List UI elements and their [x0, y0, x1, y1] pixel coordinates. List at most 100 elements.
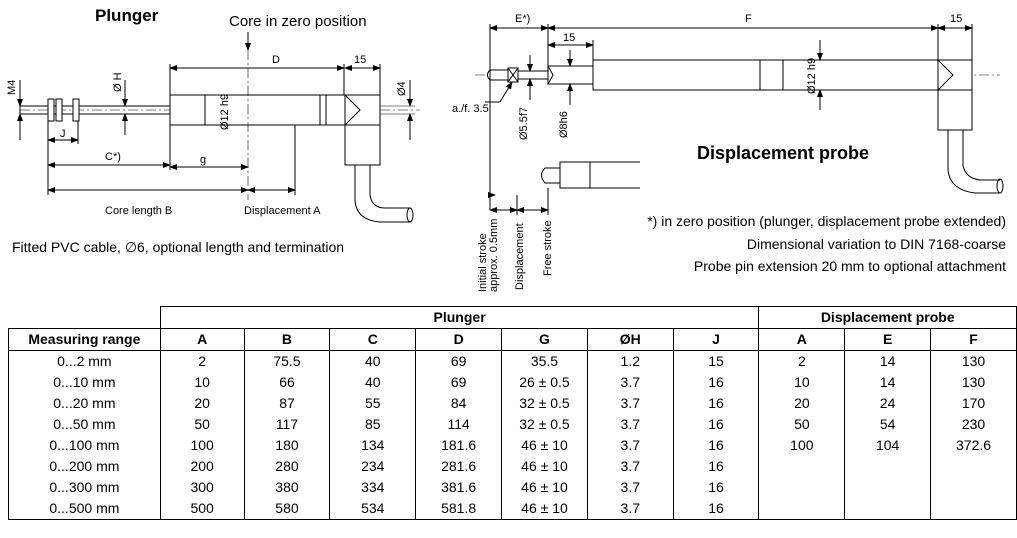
table-cell: 334 — [329, 477, 417, 498]
table-cell: 26 ± 0.5 — [501, 372, 588, 393]
table-cell: 181.6 — [415, 435, 503, 456]
col-header: ØH — [586, 328, 674, 351]
table-cell: 100 — [159, 435, 245, 456]
table-cell: 16 — [672, 456, 760, 477]
dim-H: Ø H — [112, 72, 124, 92]
table-cell: 380 — [243, 477, 331, 498]
probe-drawing — [475, 24, 1004, 215]
dim-M4: M4 — [6, 80, 18, 95]
table-cell: 170 — [930, 393, 1017, 414]
table-cell: 2 — [159, 350, 245, 372]
table-cell: 16 — [672, 498, 760, 520]
table-cell: 3.7 — [586, 498, 674, 520]
table-cell: 134 — [329, 435, 417, 456]
dim-g: g — [200, 154, 206, 166]
column-header-row: Measuring range A B C D G ØH J A E F — [8, 328, 1017, 351]
dim-F: F — [745, 13, 752, 25]
vert-initial-2: approx. 0.5mm — [488, 219, 500, 292]
cable-note: Fitted PVC cable, ∅6, optional length an… — [12, 239, 344, 255]
dim-probe-12h9: Ø12 h9 — [806, 58, 818, 94]
dim-4: Ø4 — [396, 81, 408, 96]
table-cell: 0...50 mm — [8, 414, 161, 435]
table-cell: 2 — [758, 350, 846, 372]
table-cell: 3.7 — [586, 414, 674, 435]
table-cell — [844, 456, 932, 477]
table-cell: 0...100 mm — [8, 435, 161, 456]
table-cell: 50 — [758, 414, 846, 435]
group-plunger: Plunger — [159, 306, 760, 329]
table-cell: 381.6 — [415, 477, 503, 498]
core-length-label: Core length B — [105, 205, 172, 217]
table-cell: 46 ± 10 — [501, 456, 588, 477]
table-cell: 69 — [415, 372, 503, 393]
table-cell: 180 — [243, 435, 331, 456]
table-cell: 85 — [329, 414, 417, 435]
table-cell — [758, 477, 846, 498]
dim-J: J — [60, 128, 66, 140]
table-cell: 16 — [672, 435, 760, 456]
table-cell: 3.7 — [586, 393, 674, 414]
table-cell: 580 — [243, 498, 331, 520]
plunger-drawing — [17, 32, 420, 223]
note-dimensional: Dimensional variation to DIN 7168-coarse — [747, 236, 1006, 252]
table-cell: 500 — [159, 498, 245, 520]
table-cell — [930, 456, 1017, 477]
table-cell: 84 — [415, 393, 503, 414]
table-cell: 69 — [415, 350, 503, 372]
col-header: D — [415, 328, 503, 351]
table-cell: 0...500 mm — [8, 498, 161, 520]
table-cell: 75.5 — [243, 350, 331, 372]
col-header: B — [243, 328, 331, 351]
table-cell: 1.2 — [586, 350, 674, 372]
table-cell: 10 — [758, 372, 846, 393]
table-cell: 581.8 — [415, 498, 503, 520]
table-cell: 40 — [329, 350, 417, 372]
table-cell — [930, 498, 1017, 520]
note-zero-position: *) in zero position (plunger, displaceme… — [647, 213, 1006, 229]
col-header: J — [672, 328, 760, 351]
group-probe: Displacement probe — [758, 306, 1017, 329]
displacement-label: Displacement A — [244, 205, 321, 217]
table-cell: 66 — [243, 372, 331, 393]
table-cell: 117 — [243, 414, 331, 435]
table-cell — [844, 498, 932, 520]
col-header: E — [844, 328, 932, 351]
table-cell: 0...10 mm — [8, 372, 161, 393]
dim-E: E*) — [515, 13, 530, 25]
table-cell: 3.7 — [586, 456, 674, 477]
table-cell: 3.7 — [586, 372, 674, 393]
col-header: G — [501, 328, 588, 351]
vert-initial-1: Initial stroke — [477, 233, 489, 292]
table-cell: 3.7 — [586, 477, 674, 498]
table-cell: 32 ± 0.5 — [501, 393, 588, 414]
table-cell: 0...2 mm — [8, 350, 161, 372]
table-cell: 16 — [672, 393, 760, 414]
table-cell: 3.7 — [586, 435, 674, 456]
table-cell: 20 — [758, 393, 846, 414]
table-cell: 46 ± 10 — [501, 435, 588, 456]
table-cell: 16 — [672, 414, 760, 435]
technical-drawing: Plunger Core in zero position D 15 M4 Ø … — [6, 6, 1006, 292]
col-header: A — [159, 328, 245, 351]
table-cell: 32 ± 0.5 — [501, 414, 588, 435]
table-cell: 15 — [672, 350, 760, 372]
table-cell: 130 — [930, 350, 1017, 372]
table-cell: 130 — [930, 372, 1017, 393]
table-cell: 20 — [159, 393, 245, 414]
core-zero-label: Core in zero position — [229, 13, 367, 30]
table-cell: 87 — [243, 393, 331, 414]
dim-8h6: Ø8h6 — [558, 111, 570, 138]
dim-12h9: Ø12 h9 — [219, 94, 231, 130]
table-cell: 35.5 — [501, 350, 588, 372]
table-cell: 230 — [930, 414, 1017, 435]
table-cell: 0...20 mm — [8, 393, 161, 414]
vert-free-stroke: Free stroke — [542, 220, 554, 276]
table-cell: 54 — [844, 414, 932, 435]
plunger-title: Plunger — [95, 6, 159, 25]
probe-title: Displacement probe — [697, 143, 869, 163]
